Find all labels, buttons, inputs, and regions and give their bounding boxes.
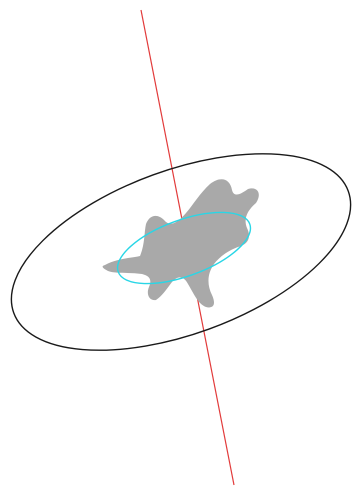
irregular-shape — [103, 179, 259, 307]
